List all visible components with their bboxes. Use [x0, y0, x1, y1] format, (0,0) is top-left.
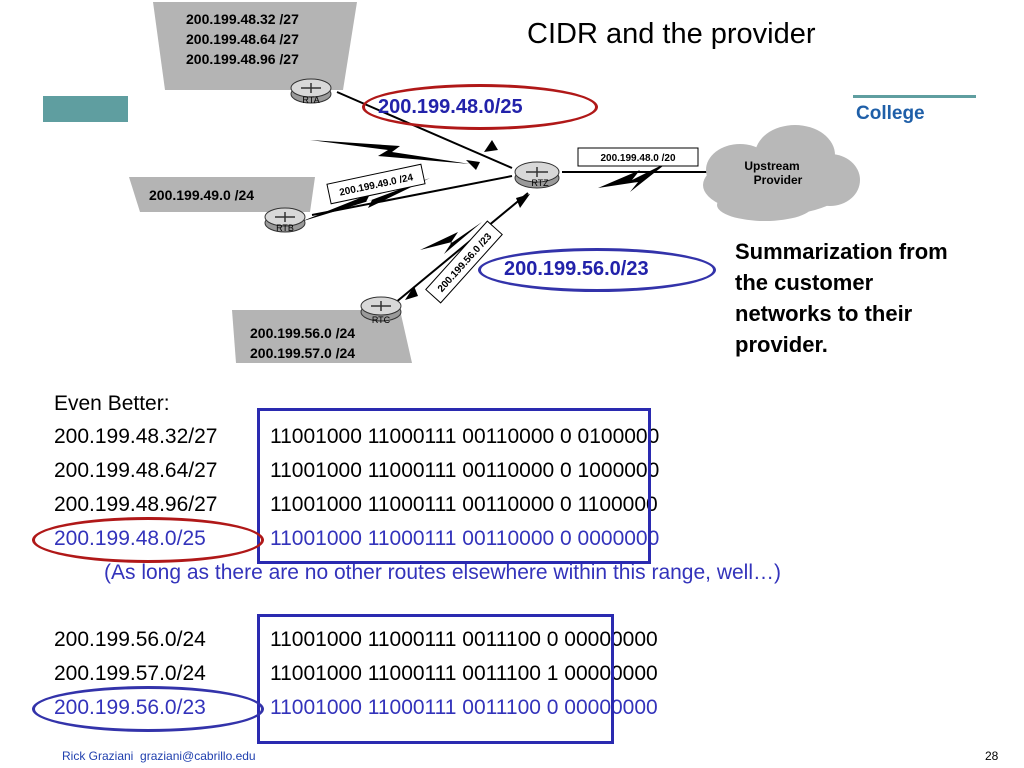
lightning-bolt-icon: [300, 178, 430, 222]
svg-text:RTC: RTC: [372, 315, 391, 325]
rtc-network-1: 200.199.56.0 /24: [250, 325, 355, 341]
slide-title: CIDR and the provider: [527, 18, 816, 50]
lightning-bolt-icon: [310, 140, 470, 164]
arrow-icon: [405, 286, 418, 300]
summary-ellipse-blue: [32, 686, 264, 732]
row-net: 200.199.57.0/24: [54, 662, 206, 685]
rta-network-1: 200.199.48.32 /27: [186, 11, 299, 27]
even-better-heading: Even Better:: [54, 392, 170, 415]
lightning-bolt-icon: [420, 222, 482, 254]
rtc-network-tag: [232, 310, 412, 363]
svg-text:Provider: Provider: [754, 173, 803, 187]
row-net: 200.199.48.96/27: [54, 493, 218, 516]
lightning-bolt-icon: [598, 162, 668, 192]
rta-network-tag: [153, 2, 357, 90]
college-banner-bar: [43, 96, 128, 122]
rta-network-3: 200.199.48.96 /27: [186, 51, 299, 67]
row-bits-summary: 11001000 11000111 0011100 0 00000000: [270, 696, 658, 719]
row-bits: 11001000 11000111 00110000 0 1100000: [270, 493, 658, 516]
rtb-network-tag: [129, 177, 315, 212]
svg-text:RTZ: RTZ: [531, 178, 549, 188]
router-rta-icon: RTA: [290, 78, 332, 105]
row-net: 200.199.48.32/27: [54, 425, 218, 448]
svg-text:200.199.48.0 /20: 200.199.48.0 /20: [600, 153, 676, 164]
callout-summary-25: 200.199.48.0/25: [378, 96, 523, 118]
summary-text: Summarization from the customer networks…: [735, 239, 948, 357]
page-number: 28: [985, 749, 999, 763]
row-bits: 11001000 11000111 0011100 0 00000000: [270, 628, 658, 651]
callout-ellipse-blue: [478, 248, 716, 292]
arrow-icon: [516, 194, 530, 208]
router-rtb-icon: RTB: [264, 207, 306, 233]
arrow-icon: [466, 160, 480, 170]
row-bits: 11001000 11000111 0011100 1 00000000: [270, 662, 658, 685]
summary-ellipse-red: [32, 517, 264, 563]
link-label-upstream: 200.199.48.0 /20: [577, 147, 699, 167]
link-rtb-rtz: [311, 175, 513, 216]
rta-network-2: 200.199.48.64 /27: [186, 31, 299, 47]
range-note: (As long as there are no other routes el…: [104, 561, 782, 584]
college-logo-text: College: [856, 103, 925, 124]
router-rtz-icon: RTZ: [514, 161, 560, 189]
svg-text:Upstream: Upstream: [744, 159, 799, 173]
callout-summary-23: 200.199.56.0/23: [504, 258, 649, 280]
footer-email: graziani@cabrillo.edu: [140, 749, 256, 763]
footer-author: Rick Graziani graziani@cabrillo.edu: [62, 749, 256, 763]
network-diagram: 200.199.49.0 /24 200.199.56.0 /23 200.19…: [129, 2, 860, 363]
cloud-icon: Upstream Provider: [703, 125, 860, 221]
college-banner-line: [853, 95, 976, 98]
callout-ellipse-red: [362, 84, 598, 130]
common-bits-box-2: [257, 614, 614, 744]
link-rtc-rtz: [394, 192, 529, 304]
rtc-network-2: 200.199.57.0 /24: [250, 345, 355, 361]
router-rtc-icon: RTC: [360, 296, 402, 325]
svg-text:RTB: RTB: [276, 223, 294, 233]
row-net: 200.199.56.0/24: [54, 628, 206, 651]
row-bits: 11001000 11000111 00110000 0 0100000: [270, 425, 660, 448]
common-bits-box-1: [257, 408, 651, 564]
row-bits: 11001000 11000111 00110000 0 1000000: [270, 459, 660, 482]
svg-text:RTA: RTA: [302, 95, 319, 105]
arrow-icon: [484, 140, 498, 152]
rtb-network: 200.199.49.0 /24: [149, 187, 254, 203]
row-bits-summary: 11001000 11000111 00110000 0 0000000: [270, 527, 660, 550]
link-label-rtb: 200.199.49.0 /24: [326, 163, 426, 205]
row-net: 200.199.48.64/27: [54, 459, 218, 482]
